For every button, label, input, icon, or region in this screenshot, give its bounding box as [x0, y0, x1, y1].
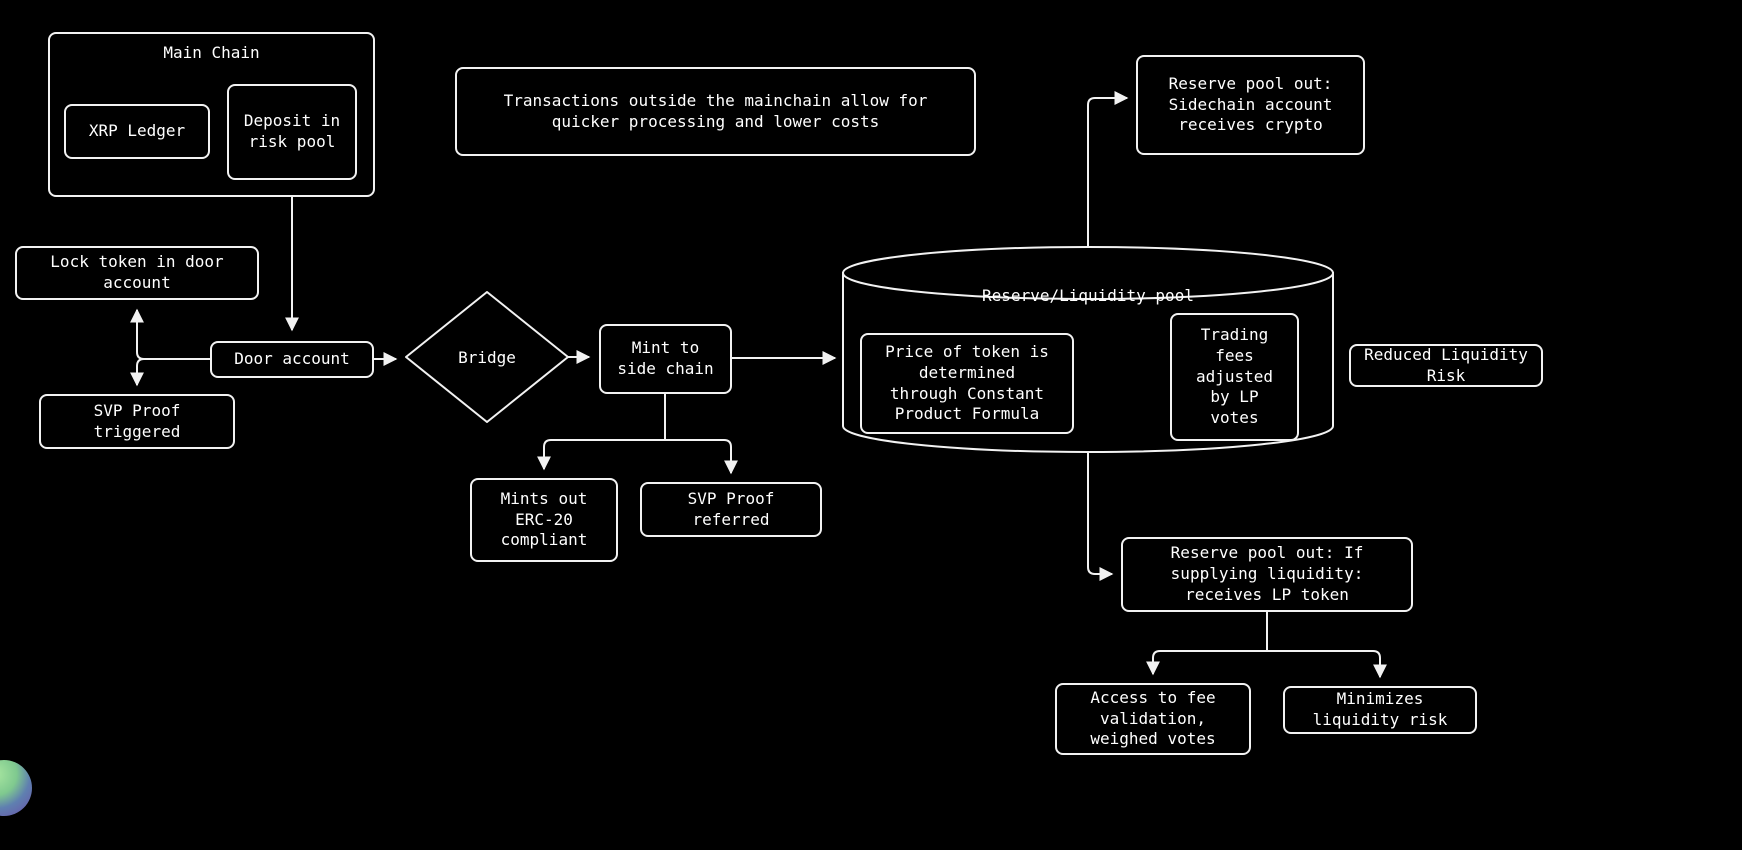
note-transactions-outside-mainchain: Transactions outside the mainchain allow…	[455, 67, 976, 156]
app-logo-icon	[0, 760, 32, 816]
edge-pool-to-lp-out	[1087, 452, 1114, 581]
edge-pool-to-sidechain-out	[1087, 91, 1129, 247]
group-main-chain-title: Main Chain	[163, 43, 260, 62]
edge-junction-corner-down	[136, 358, 145, 367]
node-trading-fees-adjusted-by-lp-votes[interactable]: Trading fees adjusted by LP votes	[1170, 313, 1299, 441]
edge-lp-to-minimizes	[1267, 650, 1387, 679]
edge-mint-to-svpref	[665, 439, 738, 475]
node-reserve-pool-out-lp-token[interactable]: Reserve pool out: If supplying liquidity…	[1121, 537, 1413, 612]
node-reduced-liquidity-risk[interactable]: Reduced Liquidity Risk	[1349, 344, 1543, 387]
node-reserve-pool-out-sidechain[interactable]: Reserve pool out: Sidechain account rece…	[1136, 55, 1365, 155]
reserve-liquidity-pool-title: Reserve/Liquidity pool	[982, 286, 1194, 305]
node-svp-proof-triggered[interactable]: SVP Proof triggered	[39, 394, 235, 449]
node-minimizes-liquidity-risk[interactable]: Minimizes liquidity risk	[1283, 686, 1477, 734]
node-price-of-token-formula[interactable]: Price of token is determined through Con…	[860, 333, 1074, 434]
node-access-to-fee-validation[interactable]: Access to fee validation, weighed votes	[1055, 683, 1251, 755]
node-deposit-in-risk-pool[interactable]: Deposit in risk pool	[227, 84, 357, 180]
node-mint-to-side-chain[interactable]: Mint to side chain	[599, 324, 732, 394]
node-bridge-label[interactable]: Bridge	[458, 347, 516, 367]
edge-mint-to-erc20	[537, 439, 665, 471]
node-mints-out-erc20-compliant[interactable]: Mints out ERC-20 compliant	[470, 478, 618, 562]
node-door-account[interactable]: Door account	[210, 341, 374, 378]
node-lock-token-in-door-account[interactable]: Lock token in door account	[15, 246, 259, 300]
node-svp-proof-referred[interactable]: SVP Proof referred	[640, 482, 822, 537]
edge-lp-to-access	[1146, 650, 1267, 676]
node-xrp-ledger[interactable]: XRP Ledger	[64, 104, 210, 159]
edge-junction-corner-up	[136, 351, 145, 360]
